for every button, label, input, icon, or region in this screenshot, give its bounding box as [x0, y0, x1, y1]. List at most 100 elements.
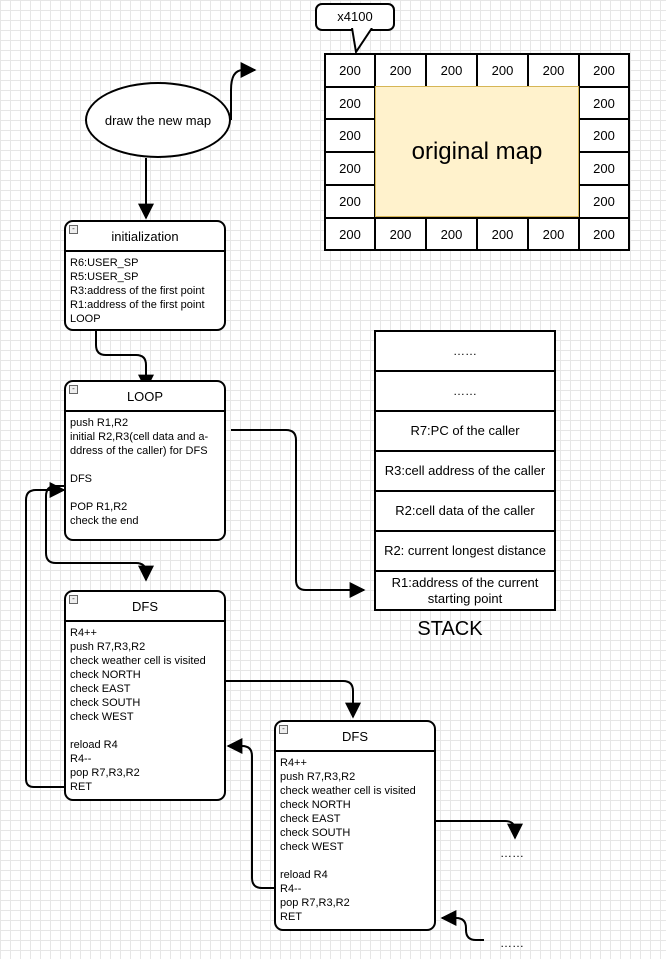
code-line: [70, 458, 221, 472]
connector-dfs2-to-next: [436, 820, 523, 840]
code-line: check EAST: [70, 683, 131, 695]
code-line: check WEST: [70, 711, 134, 723]
code-line: RET: [70, 781, 92, 793]
initialization-body: R6:USER_SP R5:USER_SP R3:address of the fi…: [70, 256, 221, 326]
connector-dfs-to-dfs: [226, 680, 361, 719]
code-line: ddress of the caller) for DFS: [70, 445, 208, 457]
code-line: check NORTH: [280, 799, 351, 811]
code-line: R4++: [280, 757, 307, 769]
map-border-cell: 200: [425, 217, 478, 251]
dfs-2-body: R4++ push R7,R3,R2 check weather cell is v…: [280, 756, 431, 924]
code-line: POP R1,R2: [70, 501, 128, 513]
stack-cell: R2: current longest distance: [374, 530, 556, 572]
stack-cell: ……: [374, 370, 556, 412]
map-border-cell: 200: [374, 217, 427, 251]
callout-tail: [351, 28, 373, 54]
connector-ellipse-to-map: [230, 62, 257, 120]
map-border-cell: 200: [476, 217, 529, 251]
map-border-cell: 200: [527, 53, 580, 88]
dfs-2-title: DFS: [276, 722, 434, 752]
stack-label: STACK: [417, 618, 483, 640]
connector-loop-to-dfs: [45, 485, 154, 582]
collapse-icon[interactable]: -: [279, 725, 288, 734]
map-border-cell: 200: [578, 184, 630, 219]
map-border-cell: 200: [578, 217, 630, 251]
map-border-cell: 200: [578, 151, 630, 186]
original-map-label: original map: [411, 137, 543, 165]
stack-cell: ……: [374, 330, 556, 372]
continuation-dots-right: ……: [500, 846, 524, 860]
map-border-cell: 200: [578, 53, 630, 88]
dfs-box-1: - DFS R4++ push R7,R3,R2 check weather cel…: [64, 590, 226, 801]
map-border-cell: 200: [324, 118, 376, 153]
connector-loop-to-stack: [231, 429, 366, 598]
dfs-1-body: R4++ push R7,R3,R2 check weather cell is v…: [70, 626, 221, 794]
code-line: R4--: [280, 883, 302, 895]
stack-cell: R1:address of the current starting point: [374, 570, 556, 611]
code-line: R3:address of the first point: [70, 285, 205, 297]
collapse-icon[interactable]: -: [69, 225, 78, 234]
code-line: check the end: [70, 515, 139, 527]
code-line: reload R4: [280, 869, 328, 881]
continuation-dots-bottom: ……: [500, 936, 524, 950]
stack-cell: R2:cell data of the caller: [374, 490, 556, 532]
map-border-cell: 200: [578, 118, 630, 153]
connector-dfs2-return: [226, 738, 276, 889]
connector-init-to-loop: [95, 331, 154, 391]
draw-new-map-node: draw the new map: [85, 82, 231, 158]
draw-new-map-label: draw the new map: [104, 112, 212, 128]
code-line: check EAST: [280, 813, 341, 825]
stack-cell: R3:cell address of the caller: [374, 450, 556, 492]
map-border-cell: 200: [324, 53, 376, 88]
map-border-cell: 200: [324, 217, 376, 251]
map-border-cell: 200: [578, 86, 630, 120]
map-border-cell: 200: [476, 53, 529, 88]
code-line: check WEST: [280, 841, 344, 853]
address-callout: x4100: [315, 3, 395, 31]
loop-title: LOOP: [66, 382, 224, 412]
collapse-icon[interactable]: -: [69, 595, 78, 604]
code-line: [70, 724, 221, 738]
code-line: check weather cell is visited: [280, 785, 416, 797]
code-line: R5:USER_SP: [70, 271, 139, 283]
initialization-box: - initialization R6:USER_SP R5:USER_SP R3:…: [64, 220, 226, 331]
map-border-cell: 200: [324, 151, 376, 186]
code-line: pop R7,R3,R2: [70, 767, 140, 779]
map-border-cell: 200: [324, 86, 376, 120]
original-map: original map: [375, 86, 579, 217]
address-callout-label: x4100: [337, 9, 373, 24]
code-line: check weather cell is visited: [70, 655, 206, 667]
map-border-cell: 200: [425, 53, 478, 88]
code-line: reload R4: [70, 739, 118, 751]
stack-cell: R7:PC of the caller: [374, 410, 556, 452]
code-line: check NORTH: [70, 669, 141, 681]
map-border-cell: 200: [324, 184, 376, 219]
dfs-box-2: - DFS R4++ push R7,R3,R2 check weather cel…: [274, 720, 436, 931]
loop-box: - LOOP push R1,R2 initial R2,R3(cell data…: [64, 380, 226, 541]
code-line: R6:USER_SP: [70, 257, 139, 269]
code-line: LOOP: [70, 313, 101, 325]
code-line: R4++: [70, 627, 97, 639]
dfs-1-title: DFS: [66, 592, 224, 622]
connector-dfs-return-to-loop: [25, 482, 66, 788]
code-line: RET: [280, 911, 302, 923]
code-line: [70, 486, 221, 500]
code-line: R4--: [70, 753, 92, 765]
code-line: push R7,R3,R2: [70, 641, 146, 653]
code-line: [280, 854, 431, 868]
code-line: check SOUTH: [280, 827, 351, 839]
code-line: push R7,R3,R2: [280, 771, 356, 783]
collapse-icon[interactable]: -: [69, 385, 78, 394]
code-line: DFS: [70, 473, 92, 485]
code-line: initial R2,R3(cell data and a-: [70, 431, 209, 443]
map-border-cell: 200: [374, 53, 427, 88]
connector-next-return: [440, 910, 484, 941]
initialization-title: initialization: [66, 222, 224, 252]
code-line: pop R7,R3,R2: [280, 897, 350, 909]
loop-body: push R1,R2 initial R2,R3(cell data and a-…: [70, 416, 221, 528]
code-line: push R1,R2: [70, 417, 129, 429]
code-line: R1:address of the first point: [70, 299, 205, 311]
code-line: check SOUTH: [70, 697, 141, 709]
map-border-cell: 200: [527, 217, 580, 251]
